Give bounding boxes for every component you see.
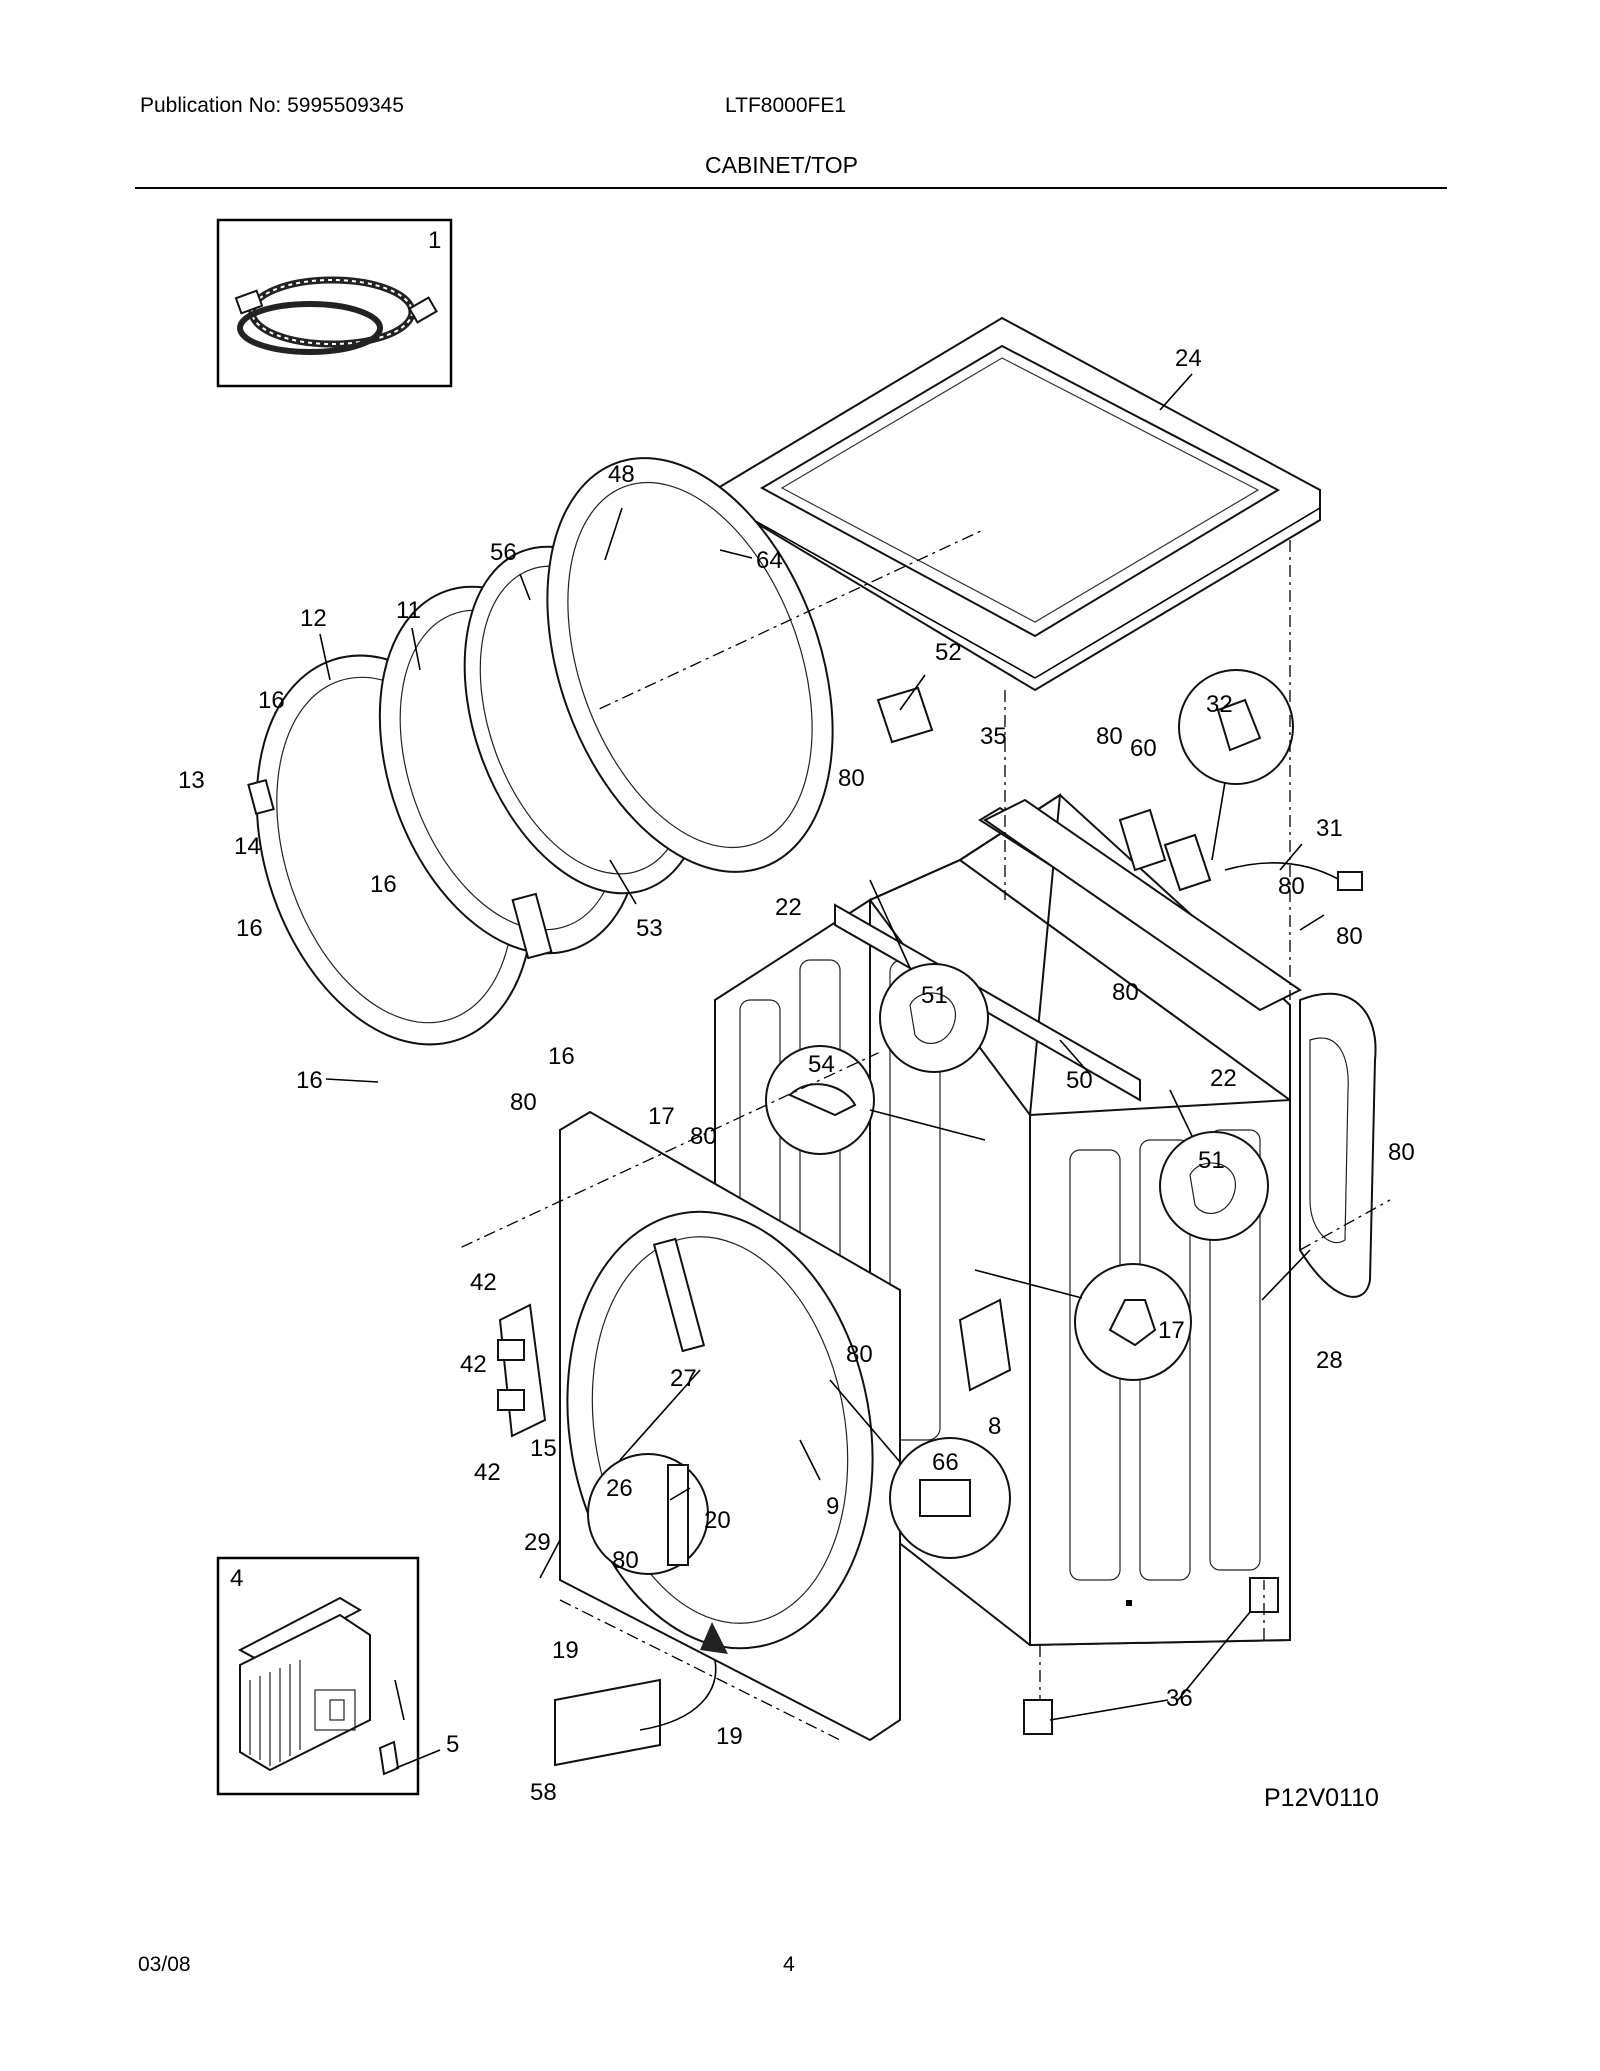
alignment-lines <box>461 530 1391 1741</box>
callout-16-d: 16 <box>296 1067 323 1094</box>
callout-13: 13 <box>178 767 205 794</box>
callout-15: 15 <box>530 1435 557 1462</box>
model-number: LTF8000FE1 <box>725 94 847 117</box>
callout-1: 1 <box>428 227 441 254</box>
leader-lines <box>319 373 1325 1721</box>
callout-42-b: 42 <box>460 1351 487 1378</box>
callout-51-a: 51 <box>921 982 948 1009</box>
callout-4: 4 <box>230 1565 243 1592</box>
detail-bubbles <box>587 669 1294 1575</box>
callout-80-d: 80 <box>1336 923 1363 950</box>
callout-56: 56 <box>490 539 517 566</box>
callout-19-b: 19 <box>716 1723 743 1750</box>
callout-17-a: 17 <box>648 1103 675 1130</box>
callout-60: 60 <box>1130 735 1157 762</box>
callout-42-a: 42 <box>470 1269 497 1296</box>
callout-42-c: 42 <box>474 1459 501 1486</box>
callout-64: 64 <box>756 547 783 574</box>
callout-48: 48 <box>608 461 635 488</box>
callout-52: 52 <box>935 639 962 666</box>
callout-80-h: 80 <box>1388 1139 1415 1166</box>
callout-19-a: 19 <box>552 1637 579 1664</box>
footer-page: 4 <box>783 1953 795 1976</box>
callout-32: 32 <box>1206 691 1233 718</box>
callout-22-a: 22 <box>775 894 802 921</box>
console-parts <box>876 686 1363 1012</box>
callout-54: 54 <box>808 1051 835 1078</box>
callout-16-c: 16 <box>236 915 263 942</box>
callout-31: 31 <box>1316 815 1343 842</box>
footer-date: 03/08 <box>138 1953 191 1976</box>
callout-51-b: 51 <box>1198 1147 1225 1174</box>
door-assembly <box>247 457 834 1046</box>
callout-16-e: 16 <box>548 1043 575 1070</box>
callout-80-a: 80 <box>1096 723 1123 750</box>
callout-22-b: 22 <box>1210 1065 1237 1092</box>
callout-80-f: 80 <box>510 1089 537 1116</box>
diagram-code: P12V0110 <box>1264 1784 1379 1812</box>
callout-12: 12 <box>300 605 327 632</box>
callout-80-i: 80 <box>846 1341 873 1368</box>
callout-16-a: 16 <box>258 687 285 714</box>
callout-27: 27 <box>670 1365 697 1392</box>
callout-8: 8 <box>988 1413 1001 1440</box>
callout-80-j: 80 <box>612 1547 639 1574</box>
section-title: CABINET/TOP <box>705 152 858 178</box>
callout-66: 66 <box>932 1449 959 1476</box>
callout-58: 58 <box>530 1779 557 1806</box>
callout-14: 14 <box>234 833 261 860</box>
inset-hose <box>216 218 453 388</box>
callout-50: 50 <box>1066 1067 1093 1094</box>
header-rule <box>135 187 1447 189</box>
callout-16-b: 16 <box>370 871 397 898</box>
publication-number: Publication No: 5995509345 <box>140 94 404 117</box>
callout-35: 35 <box>980 723 1007 750</box>
callout-26: 26 <box>606 1475 633 1502</box>
callout-5: 5 <box>446 1731 459 1758</box>
callout-9: 9 <box>826 1493 839 1520</box>
callout-80-e: 80 <box>1112 979 1139 1006</box>
callout-17-b: 17 <box>1158 1317 1185 1344</box>
callout-labels: 1 24 48 56 64 12 11 16 13 14 16 16 16 16… <box>178 227 1415 1806</box>
callout-80-b: 80 <box>838 765 865 792</box>
callout-36: 36 <box>1166 1685 1193 1712</box>
callout-29: 29 <box>524 1529 551 1556</box>
callout-20: 20 <box>704 1507 731 1534</box>
callout-80-c: 80 <box>1278 873 1305 900</box>
callout-11: 11 <box>396 597 421 624</box>
callout-80-g: 80 <box>690 1123 717 1150</box>
callout-24: 24 <box>1175 345 1202 372</box>
inset-control-board <box>216 1556 441 1796</box>
side-panel <box>1299 992 1377 1298</box>
callout-53: 53 <box>636 915 663 942</box>
callout-28: 28 <box>1316 1347 1343 1374</box>
